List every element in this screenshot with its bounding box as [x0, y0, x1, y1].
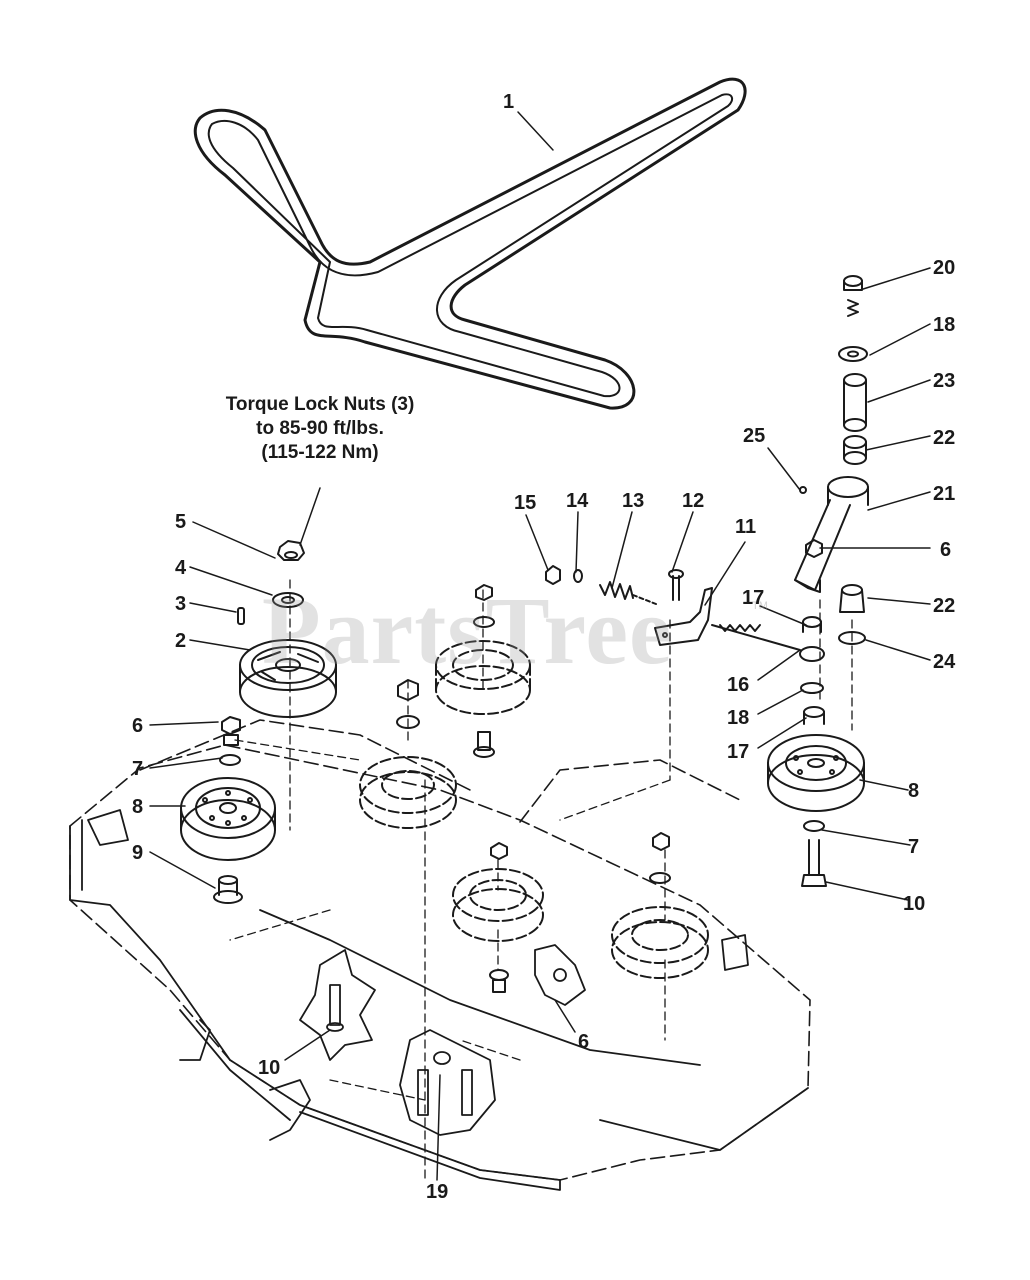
- washer-18-bottom: [800, 682, 824, 694]
- callout-1: 1: [503, 91, 515, 113]
- callout-15: 15: [514, 492, 537, 514]
- spindle-pulley-center-top: [435, 640, 531, 715]
- callout-6-right: 6: [940, 539, 952, 561]
- callout-20: 20: [933, 257, 956, 279]
- callout-2: 2: [175, 630, 187, 652]
- spacer-17-top: [802, 616, 822, 633]
- callout-17-bottom: 17: [727, 741, 750, 763]
- washer-14: [573, 569, 583, 583]
- idler-arm-21: [794, 476, 869, 593]
- callout-9: 9: [132, 842, 144, 864]
- torque-note: Torque Lock Nuts (3) to 85-90 ft/lbs. (1…: [210, 393, 430, 465]
- nut-6-right: [805, 539, 823, 558]
- callout-16: 16: [727, 674, 750, 696]
- spring-13: [599, 581, 634, 600]
- spindle-pulley-center-bottom: [452, 868, 544, 942]
- watermark: PartsTree: [262, 577, 673, 684]
- washer-7-right: [803, 820, 825, 832]
- watermark-trademark: TM: [752, 600, 768, 612]
- callout-4: 4: [175, 557, 187, 579]
- center-top-nut: [473, 584, 495, 758]
- callout-12: 12: [682, 490, 705, 512]
- idler-pulley-8-left: [180, 777, 276, 861]
- callout-7-right: 7: [908, 836, 920, 858]
- spindle-right: [611, 906, 709, 979]
- blade-center: [399, 1029, 496, 1136]
- callout-3: 3: [175, 593, 187, 615]
- cap-20: [843, 275, 863, 317]
- spindle-center-left: [359, 756, 457, 829]
- callout-13: 13: [622, 490, 645, 512]
- callout-10-left: 10: [258, 1057, 281, 1079]
- right-spindle-hardware: [649, 832, 671, 884]
- bushing-22-bottom: [839, 584, 865, 613]
- callout-24: 24: [933, 651, 956, 673]
- washer-18-top: [838, 346, 868, 362]
- callout-11: 11: [735, 516, 757, 538]
- washer-7-left: [219, 754, 241, 766]
- idler-pulley-8-right: [767, 734, 865, 812]
- center-bottom-hardware: [489, 842, 509, 993]
- blade-right-small: [534, 944, 586, 1006]
- deck-housing: [69, 719, 811, 1181]
- bolt-12: [668, 569, 684, 601]
- callout-6-left: 6: [132, 715, 144, 737]
- spacer-17-bottom: [803, 706, 825, 725]
- bushing-22-top: [843, 435, 867, 465]
- nut-6-left: [221, 716, 241, 746]
- spacer-9: [213, 875, 243, 904]
- bolt-10-right: [801, 839, 827, 887]
- leader-lines: [149, 111, 931, 1181]
- washer-24: [838, 631, 866, 645]
- callout-7-left: 7: [132, 758, 144, 780]
- washer-4: [272, 592, 304, 608]
- callout-18-bottom: 18: [727, 707, 750, 729]
- lock-nut-5: [277, 540, 305, 561]
- callout-17-top: 17: [742, 587, 765, 609]
- deck-edges: [69, 809, 809, 1191]
- torque-note-line2: to 85-90 ft/lbs.: [256, 418, 384, 439]
- callout-22-top: 22: [933, 427, 956, 449]
- callout-23: 23: [933, 370, 956, 392]
- sleeve-23: [843, 373, 867, 432]
- grease-fitting-25: [799, 486, 807, 494]
- key-3: [237, 607, 245, 625]
- blade-left: [299, 949, 376, 1061]
- callout-6-bottom: 6: [578, 1031, 590, 1053]
- callout-25: 25: [743, 425, 766, 447]
- callout-8-right: 8: [908, 780, 920, 802]
- callout-8-left: 8: [132, 796, 144, 818]
- torque-note-line3: (115-122 Nm): [261, 442, 379, 463]
- callout-14: 14: [566, 490, 589, 512]
- callout-22-bottom: 22: [933, 595, 956, 617]
- nut-15: [545, 565, 561, 585]
- callout-5: 5: [175, 511, 187, 533]
- callout-10-right: 10: [903, 893, 926, 915]
- callout-19: 19: [426, 1181, 449, 1203]
- drive-belt: [193, 77, 747, 410]
- callout-18-top: 18: [933, 314, 956, 336]
- assembly-lines: [229, 579, 853, 1181]
- spring-bracket-11: [654, 587, 713, 646]
- torque-note-line1: Torque Lock Nuts (3): [225, 394, 415, 415]
- spindle-pulley-2: [239, 639, 337, 718]
- callout-21: 21: [933, 483, 956, 505]
- middle-nut: [396, 679, 420, 729]
- eyebolt-16: [632, 594, 825, 662]
